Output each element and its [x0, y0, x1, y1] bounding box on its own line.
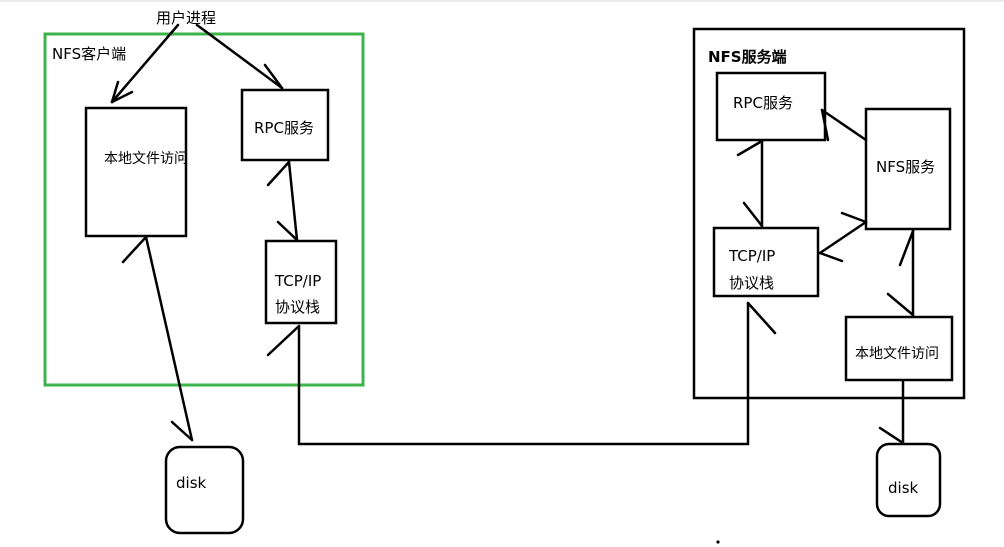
client-disk-label: disk: [176, 474, 207, 492]
client-tcp-box: [264, 239, 338, 325]
server-local-access-label: 本地文件访问: [855, 346, 939, 362]
user-process-to-rpc-arrow: [195, 23, 284, 90]
server-local-disk-arrow: [878, 379, 905, 445]
server-disk-label: disk: [888, 479, 919, 497]
server-nfs-rpc-arrow: [820, 108, 868, 142]
server-tcp-box: [712, 226, 820, 298]
server-nfs-box: [864, 107, 952, 231]
server-nfs-label: NFS服务: [876, 158, 935, 176]
server-rpc-box: [715, 71, 827, 142]
user-process-to-local-arrow: [110, 23, 180, 104]
client-local-disk-arrow: [121, 235, 194, 442]
server-title: NFS服务端: [708, 48, 787, 66]
server-disk: [875, 442, 942, 518]
server-rpc-tcp-arrow: [736, 139, 764, 228]
client-disk: [164, 445, 245, 535]
user-process-label: 用户进程: [156, 9, 216, 27]
stray-dot: [716, 540, 720, 544]
server-nfs-tcp-arrow: [818, 211, 868, 263]
server-tcp-label-2: 协议栈: [729, 274, 774, 292]
client-rpc-box: [240, 88, 330, 162]
client-title: NFS客户端: [52, 45, 126, 63]
server-local-access-box: [844, 315, 954, 382]
client-tcp-label-1: TCP/IP: [274, 272, 321, 290]
server-nfs-local-arrow: [886, 229, 915, 317]
client-local-access-box: [84, 106, 188, 238]
client-rpc-label: RPC服务: [254, 119, 314, 137]
client-rpc-tcp-arrow: [266, 160, 299, 242]
network-link: [266, 301, 777, 446]
client-tcp-label-2: 协议栈: [275, 298, 320, 316]
server-rpc-label: RPC服务: [733, 94, 793, 112]
client-local-access-label: 本地文件访问: [104, 151, 188, 167]
client-container: [43, 32, 365, 387]
server-tcp-label-1: TCP/IP: [728, 247, 775, 265]
server-container: [692, 27, 966, 400]
